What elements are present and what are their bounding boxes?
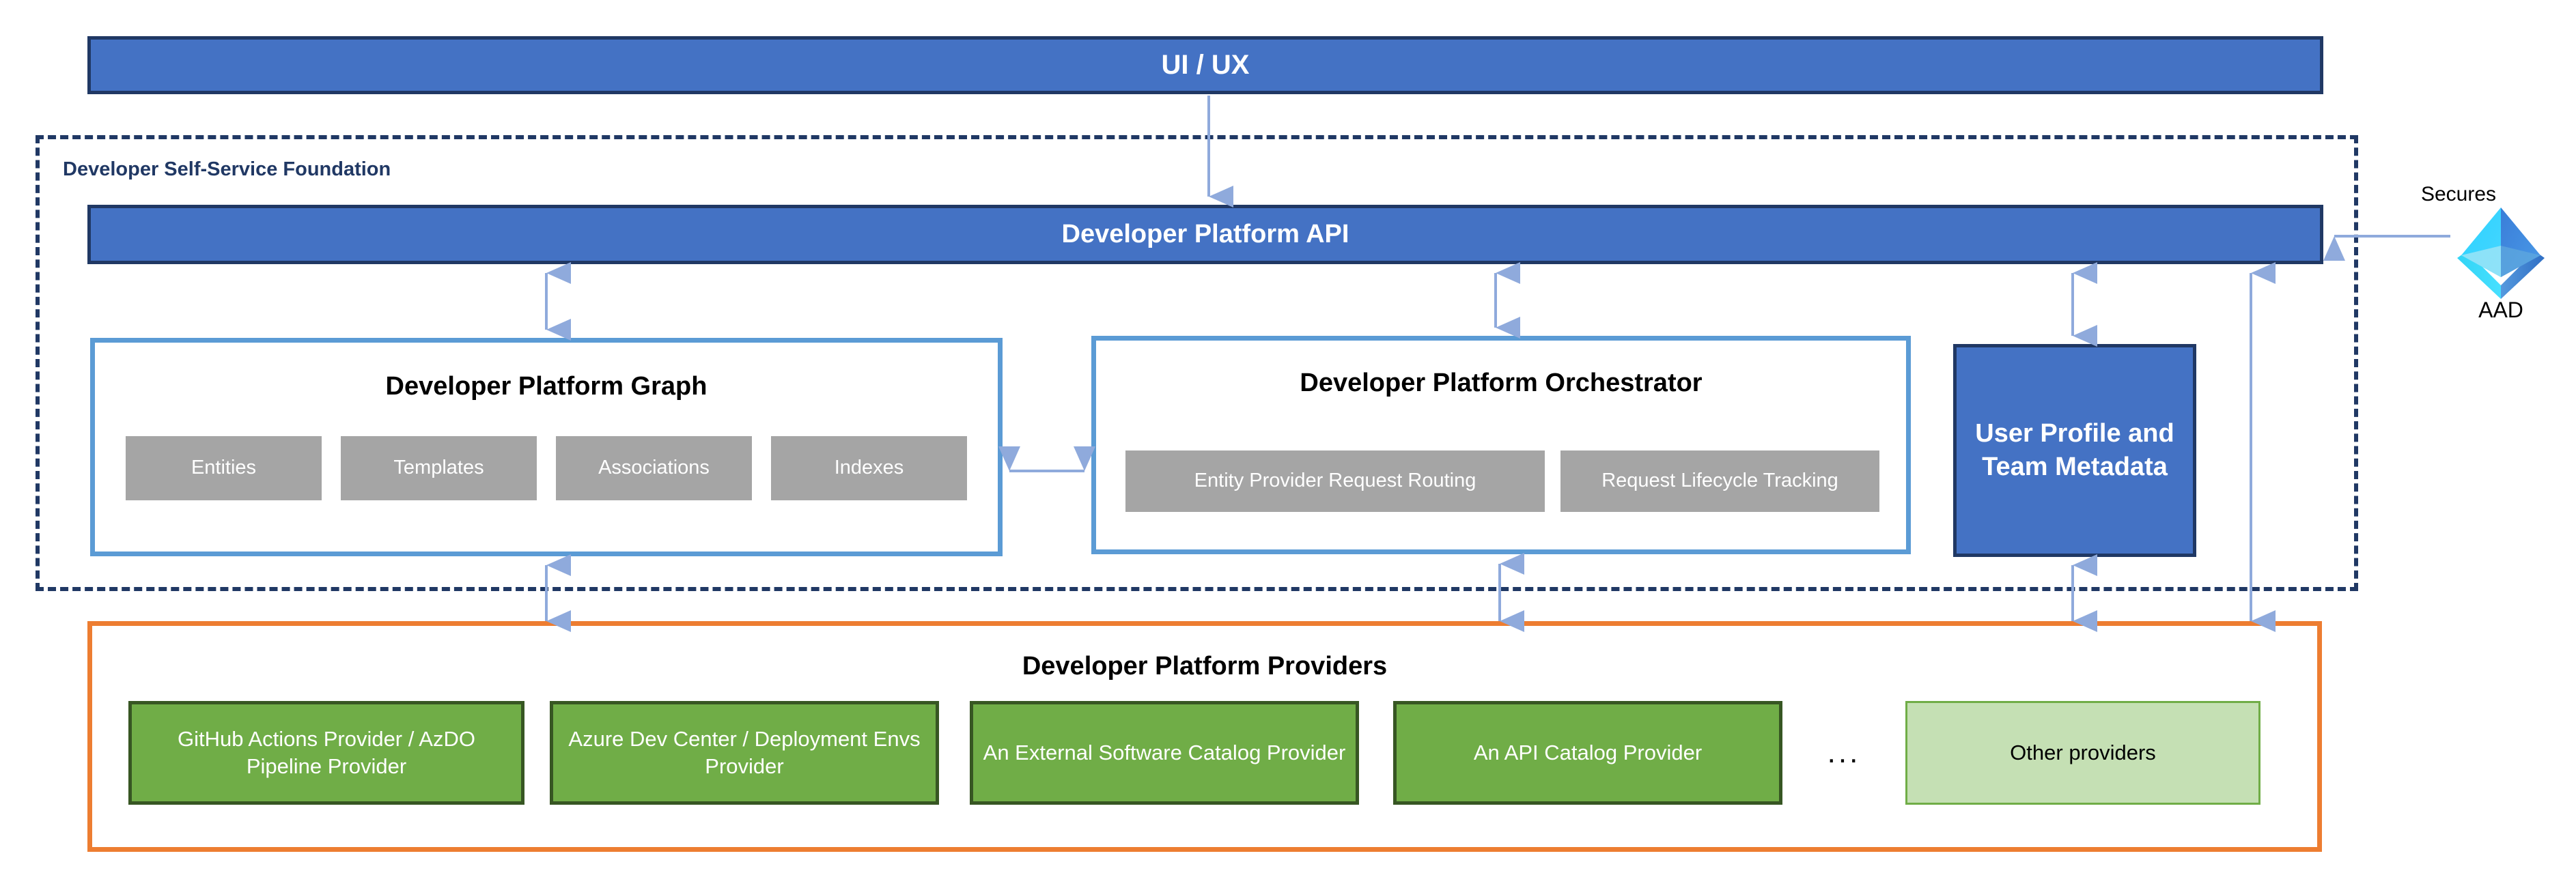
developer-platform-orchestrator-panel	[1091, 336, 1911, 554]
graph-component-templates-label: Templates	[393, 457, 484, 479]
provider-card-github-actions-label: GitHub Actions Provider / AzDO Pipeline …	[178, 727, 475, 778]
graph-component-associations-label: Associations	[598, 457, 710, 479]
user-profile-and-team-metadata-box: User Profile and Team Metadata	[1953, 344, 2196, 557]
aad-label: AAD	[2478, 298, 2523, 322]
provider-card-azure-dev-center-label: Azure Dev Center / Deployment Envs Provi…	[568, 727, 921, 778]
provider-card-external-software-catalog-label: An External Software Catalog Provider	[983, 741, 1346, 765]
graph-component-entities: Entities	[126, 436, 322, 500]
aad-pyramid-icon	[2450, 205, 2551, 300]
orchestrator-component-entity-provider-request-routing: Entity Provider Request Routing	[1125, 450, 1545, 512]
providers-ellipsis-label: ...	[1827, 736, 1861, 769]
graph-component-templates: Templates	[341, 436, 537, 500]
provider-card-github-actions: GitHub Actions Provider / AzDO Pipeline …	[128, 701, 524, 805]
graph-component-indexes-label: Indexes	[834, 457, 904, 479]
orchestrator-component-entity-provider-request-routing-label: Entity Provider Request Routing	[1194, 470, 1476, 492]
orchestrator-component-request-lifecycle-tracking-label: Request Lifecycle Tracking	[1601, 470, 1838, 492]
user-profile-and-team-metadata-label: User Profile and Team Metadata	[1975, 419, 2174, 481]
providers-ellipsis: ...	[1803, 734, 1885, 772]
orchestrator-component-request-lifecycle-tracking: Request Lifecycle Tracking	[1560, 450, 1879, 512]
provider-card-external-software-catalog: An External Software Catalog Provider	[970, 701, 1359, 805]
graph-component-indexes: Indexes	[771, 436, 967, 500]
provider-card-other-providers-label: Other providers	[2010, 741, 2156, 765]
secures-relation-label: Secures	[2420, 183, 2497, 205]
provider-card-api-catalog: An API Catalog Provider	[1393, 701, 1782, 805]
developer-platform-api-label: Developer Platform API	[1061, 220, 1349, 248]
provider-card-azure-dev-center: Azure Dev Center / Deployment Envs Provi…	[550, 701, 939, 805]
developer-platform-graph-title: Developer Platform Graph	[385, 372, 708, 401]
foundation-group-label: Developer Self-Service Foundation	[63, 158, 391, 180]
provider-card-api-catalog-label: An API Catalog Provider	[1473, 741, 1703, 765]
ui-ux-box: UI / UX	[87, 36, 2323, 94]
graph-component-entities-label: Entities	[191, 457, 257, 479]
ui-ux-label: UI / UX	[1161, 50, 1250, 80]
developer-platform-providers-title: Developer Platform Providers	[1022, 652, 1388, 681]
graph-component-associations: Associations	[556, 436, 752, 500]
provider-card-other-providers: Other providers	[1905, 701, 2260, 805]
developer-platform-orchestrator-title: Developer Platform Orchestrator	[1300, 369, 1703, 397]
developer-platform-api-box: Developer Platform API	[87, 205, 2323, 264]
developer-self-service-foundation-group	[36, 135, 2358, 591]
